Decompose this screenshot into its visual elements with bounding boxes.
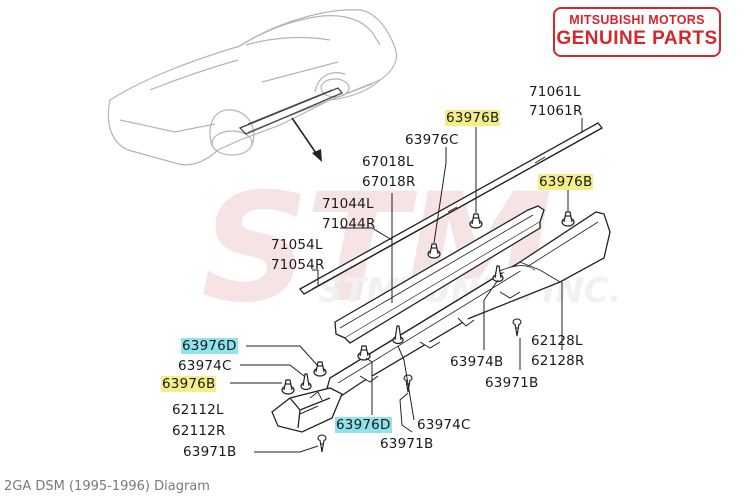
part-label-63971b-right: 63971B xyxy=(485,375,539,391)
side-sill-panel xyxy=(334,205,545,344)
part-label-63976d-bottom: 63976D xyxy=(335,417,392,433)
part-label-62112r: 62112R xyxy=(172,423,226,439)
clip-63974b xyxy=(492,265,504,283)
clip-63976c-top xyxy=(427,243,441,259)
clip-63976b-left xyxy=(281,379,295,395)
part-label-63974b: 63974B xyxy=(450,354,504,370)
diagram-caption: 2GA DSM (1995-1996) Diagram xyxy=(4,479,210,494)
part-label-62128l: 62128L xyxy=(531,333,583,349)
clip-63976d-mid xyxy=(357,345,371,361)
clip-63974c-left xyxy=(300,373,312,391)
mitsubishi-genuine-parts-badge: MITSUBISHI MOTORS GENUINE PARTS xyxy=(553,7,721,57)
part-label-71044l: 71044L xyxy=(322,196,374,212)
badge-brand: MITSUBISHI MOTORS xyxy=(569,13,705,27)
mud-flap-piece xyxy=(271,387,343,433)
part-label-71054r: 71054R xyxy=(271,257,325,273)
screw-63971b-right xyxy=(512,318,522,337)
car-sill-highlight xyxy=(238,87,344,135)
car-outline xyxy=(107,9,398,166)
part-label-71044r: 71044R xyxy=(322,216,376,232)
part-label-62112l: 62112L xyxy=(172,402,224,418)
part-label-63976d-left: 63976D xyxy=(181,338,238,354)
part-label-63976b-right: 63976B xyxy=(538,174,594,190)
badge-tagline: GENUINE PARTS xyxy=(556,28,718,49)
clip-63976b-top xyxy=(469,213,483,229)
clip-63974c-mid xyxy=(392,325,404,345)
part-label-67018l: 67018L xyxy=(362,154,414,170)
part-label-63971b-bottom-left: 63971B xyxy=(183,444,237,460)
part-label-63976b-top: 63976B xyxy=(445,110,501,126)
part-label-63974c-left: 63974C xyxy=(178,358,232,374)
part-label-63974c-bottom: 63974C xyxy=(417,417,471,433)
clip-63976d-left xyxy=(313,361,327,377)
upper-molding-strip xyxy=(299,122,603,295)
part-label-63976c-top: 63976C xyxy=(405,132,459,148)
part-label-67018r: 67018R xyxy=(362,174,416,190)
clip-63976b-right xyxy=(561,211,575,227)
part-label-62128r: 62128R xyxy=(531,353,585,369)
screw-63971b-left xyxy=(317,434,327,453)
detail-arrow xyxy=(291,117,322,162)
lower-sill-cover xyxy=(325,211,611,399)
leader-lines xyxy=(230,118,583,453)
part-label-71054l: 71054L xyxy=(271,237,323,253)
part-label-63971b-bottom-mid: 63971B xyxy=(380,436,434,452)
part-label-71061l: 71061L xyxy=(529,84,581,100)
part-label-71061r: 71061R xyxy=(529,103,583,119)
part-label-63976b-left: 63976B xyxy=(161,376,217,392)
